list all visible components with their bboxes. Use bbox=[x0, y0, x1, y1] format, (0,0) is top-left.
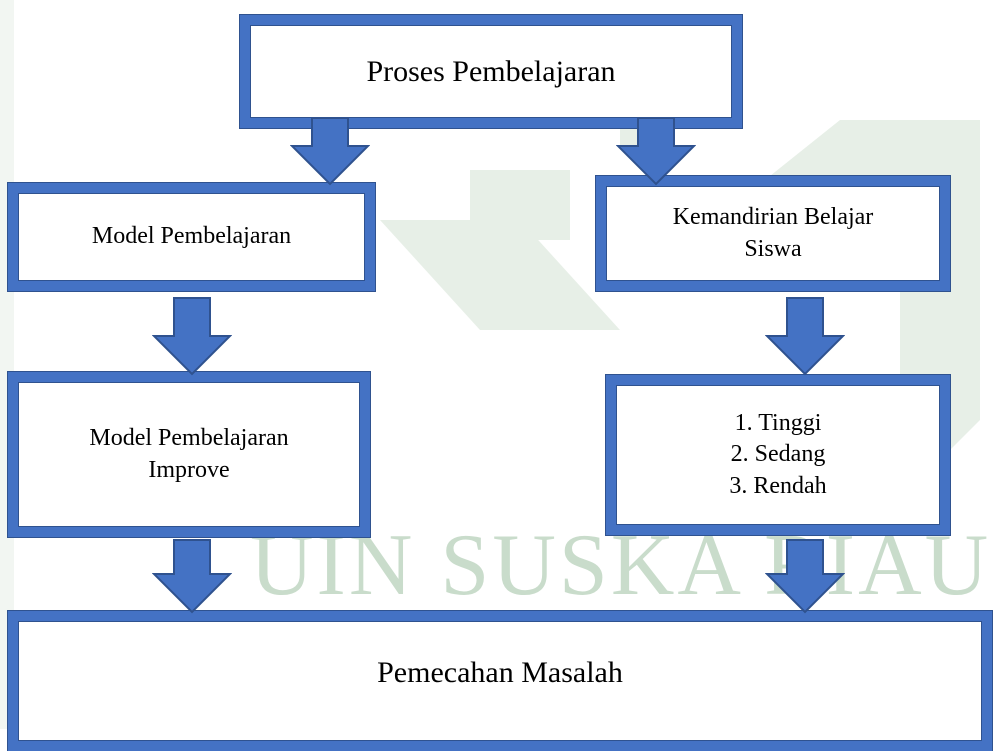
arrow-down-icon bbox=[152, 539, 232, 614]
box-tingkat-kemandirian: 1. Tinggi 2. Sedang 3. Rendah bbox=[605, 374, 951, 536]
arrow-down-icon bbox=[765, 297, 845, 376]
box-proses-pembelajaran: Proses Pembelajaran bbox=[239, 14, 743, 129]
arrow-down-icon bbox=[290, 117, 370, 186]
box-pemecahan-label: Pemecahan Masalah bbox=[377, 656, 623, 689]
level-item-rendah: 3. Rendah bbox=[729, 472, 827, 499]
box-model-pembelajaran: Model Pembelajaran bbox=[7, 182, 376, 292]
arrow-down-icon bbox=[765, 539, 845, 614]
arrow-down-icon bbox=[152, 297, 232, 376]
arrow-down-icon bbox=[616, 117, 696, 186]
left-edge-strip bbox=[0, 0, 14, 729]
level-item-tinggi: 1. Tinggi bbox=[734, 410, 822, 437]
box-improve-line-1: Model Pembelajaran bbox=[89, 425, 289, 452]
box-kemandirian-line-2: Siswa bbox=[744, 235, 802, 262]
box-model-label: Model Pembelajaran bbox=[91, 223, 292, 250]
box-pemecahan-masalah: Pemecahan Masalah bbox=[7, 610, 993, 751]
level-item-sedang: 2. Sedang bbox=[730, 441, 826, 468]
box-kemandirian-line-1: Kemandirian Belajar bbox=[672, 204, 874, 231]
box-proses-label: Proses Pembelajaran bbox=[366, 55, 616, 88]
box-kemandirian-belajar: Kemandirian Belajar Siswa bbox=[595, 175, 951, 292]
box-model-improve: Model Pembelajaran Improve bbox=[7, 371, 371, 538]
box-improve-line-2: Improve bbox=[148, 456, 230, 483]
